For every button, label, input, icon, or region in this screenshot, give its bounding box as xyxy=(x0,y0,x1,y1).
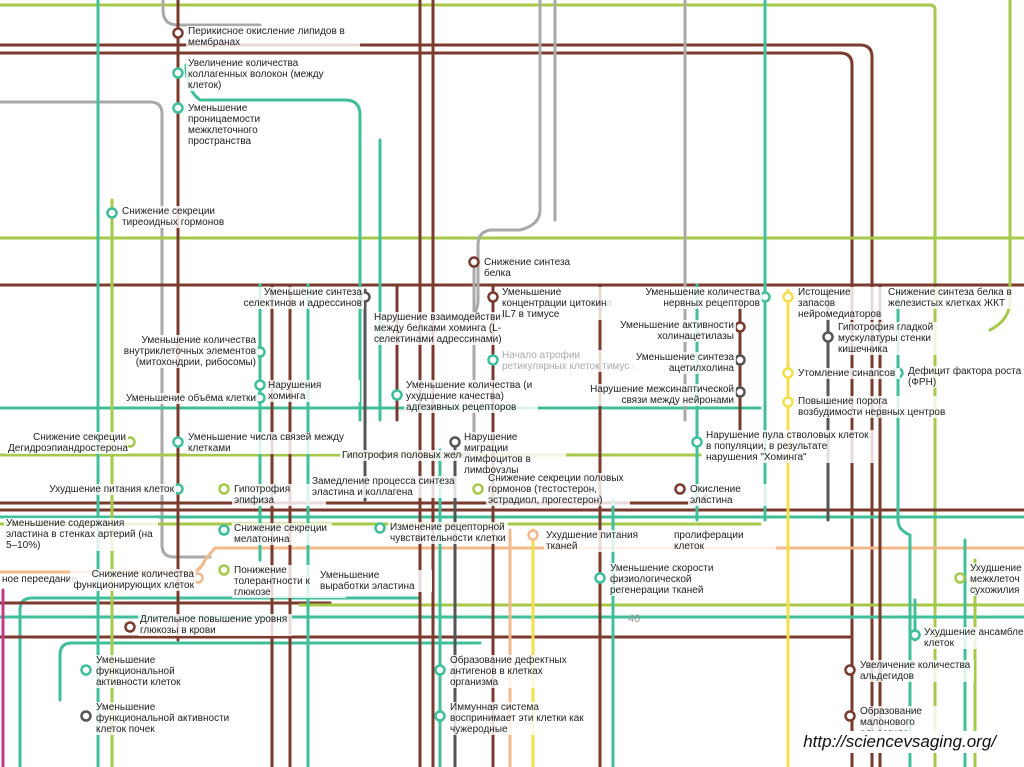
station-node xyxy=(782,367,794,379)
station-label: Снижение синтеза белка в железистых клет… xyxy=(886,287,1024,309)
station-label: Снижение количества функционирующих клет… xyxy=(70,569,196,591)
station-label: Уменьшение функциональной активности кле… xyxy=(94,655,190,688)
station-label: Гипотрофия эпифиза xyxy=(232,484,326,506)
station-node xyxy=(844,710,856,722)
station-node xyxy=(487,354,499,366)
station-node xyxy=(254,379,266,391)
station-node xyxy=(691,436,703,448)
station-label: Уменьшение количества (и ухудшение качес… xyxy=(404,380,538,413)
station-label: Уменьшение числа связей между клетками xyxy=(186,432,350,454)
station-label: Снижение секреции Дегидроэпиандростерона xyxy=(6,432,128,454)
station-label: Ухудшение межклеточ сухожилия xyxy=(968,563,1024,596)
line-olive-v2 xyxy=(988,0,1012,332)
station-label: Снижение синтеза белка xyxy=(482,257,596,279)
station-node xyxy=(434,664,446,676)
station-label: Истощение запасов нейромедиаторов xyxy=(796,287,890,320)
line-teal-v10 xyxy=(896,288,912,767)
line-teal-3 xyxy=(18,596,422,767)
station-label: Окисление эластина xyxy=(688,484,782,506)
station-label: Снижение секреции половых гормонов (тест… xyxy=(486,473,630,506)
station-node xyxy=(124,621,136,633)
station-node xyxy=(734,321,746,333)
station-label: Уменьшение количества нервных рецепторов xyxy=(606,287,762,309)
line-teal-5 xyxy=(58,641,482,702)
station-node xyxy=(449,436,461,448)
station-node xyxy=(374,522,386,534)
line-brown-1 xyxy=(0,43,874,767)
station-node xyxy=(822,331,834,343)
station-label: Изменение рецепторной чувствительности к… xyxy=(388,522,508,544)
station-node xyxy=(909,629,921,641)
station-label: Уменьшение количества внутриклеточных эл… xyxy=(118,335,258,368)
station-node xyxy=(782,291,794,303)
station-label: Перикисное окисление липидов в мембранах xyxy=(186,26,360,48)
station-label: Начало атрофии ретикулярных клеток тимус… xyxy=(500,350,644,372)
station-label: Уменьшение скорости физиологической реге… xyxy=(608,563,718,596)
station-node xyxy=(172,102,184,114)
station-node xyxy=(734,354,746,366)
station-label: Повышение порога возбудимости нервных це… xyxy=(796,396,950,418)
station-label: Уменьшение содержания эластина в стенках… xyxy=(4,518,158,551)
page-number: 40 xyxy=(628,613,641,625)
station-label: Уменьшение объёма клетки xyxy=(120,393,258,404)
station-label: Замедление процесса синтеза эластина и к… xyxy=(310,476,464,498)
station-label: Гипотрофия половых желез xyxy=(340,450,474,461)
station-node xyxy=(844,664,856,676)
station-label: Нарушение миграции лимфоцитов в лимфоузл… xyxy=(462,432,566,476)
station-label: Ухудшение ансамбле клеток xyxy=(922,627,1024,649)
station-node xyxy=(80,710,92,722)
station-label: Нарушение пула стволовых клеток в популя… xyxy=(704,430,878,463)
station-node xyxy=(391,389,403,401)
station-node xyxy=(674,483,686,495)
station-label: Уменьшение функциональной активности кле… xyxy=(94,702,238,735)
station-node xyxy=(172,436,184,448)
station-node xyxy=(218,483,230,495)
line-gray-1 xyxy=(0,100,212,559)
station-label: Ухудшение питания тканей xyxy=(544,530,672,552)
station-label: Снижение секреции мелатонина xyxy=(232,523,332,545)
station-label: Иммунная система воспринимает эти клетки… xyxy=(448,702,588,735)
station-node xyxy=(468,256,480,268)
line-olive-top xyxy=(0,3,937,767)
station-node xyxy=(487,291,499,303)
line-gray-v3 xyxy=(463,258,476,442)
station-node xyxy=(218,564,230,576)
station-label: Уменьшение концентрации цитокина IL7 в т… xyxy=(500,287,616,320)
station-label: Уменьшение активности холинацетилазы xyxy=(610,320,736,342)
station-label: Уменьшение синтеза селектинов и адрессин… xyxy=(238,287,364,309)
station-label: ное переедание xyxy=(0,574,84,585)
station-label: Образование дефектных антигенов в клетка… xyxy=(448,655,572,688)
station-label: Ухудшение питания клеток xyxy=(40,484,176,495)
station-label: пролиферации клеток xyxy=(672,530,776,552)
station-node xyxy=(106,207,118,219)
station-label: Уменьшение выработки эластина xyxy=(318,570,432,592)
source-url[interactable]: http://sciencevsaging.org/ xyxy=(797,731,1002,753)
station-label: Утомление синапсов xyxy=(796,368,900,379)
station-node xyxy=(80,664,92,676)
station-label: Снижение секреции тиреоидных гормонов xyxy=(120,206,234,228)
station-label: Уменьшение проницаемости межклеточного п… xyxy=(186,103,280,147)
station-node xyxy=(734,386,746,398)
station-label: Дефицит фактора роста (ФРН) xyxy=(906,366,1024,388)
station-node xyxy=(527,529,539,541)
line-brown-2 xyxy=(0,51,854,767)
station-label: Гипотрофия гладкой мускулатуры стенки ки… xyxy=(836,322,940,355)
station-label: Нарушение межсинаптической связи между н… xyxy=(580,384,736,406)
station-node xyxy=(434,710,446,722)
station-label: Длительное повышение уровня глюкозы в кр… xyxy=(138,614,292,636)
station-node xyxy=(172,27,184,39)
station-label: Увеличение количества коллагенных волоко… xyxy=(186,58,340,91)
station-node xyxy=(954,572,966,584)
station-label: Нарушения хоминга xyxy=(266,380,360,402)
station-node xyxy=(782,396,794,408)
station-label: Увеличение количества альдегидов xyxy=(858,660,974,682)
station-node xyxy=(472,483,484,495)
station-label: Уменьшение синтеза ацетилхолина xyxy=(630,352,736,374)
station-node xyxy=(594,572,606,584)
station-node xyxy=(218,524,230,536)
station-node xyxy=(172,67,184,79)
